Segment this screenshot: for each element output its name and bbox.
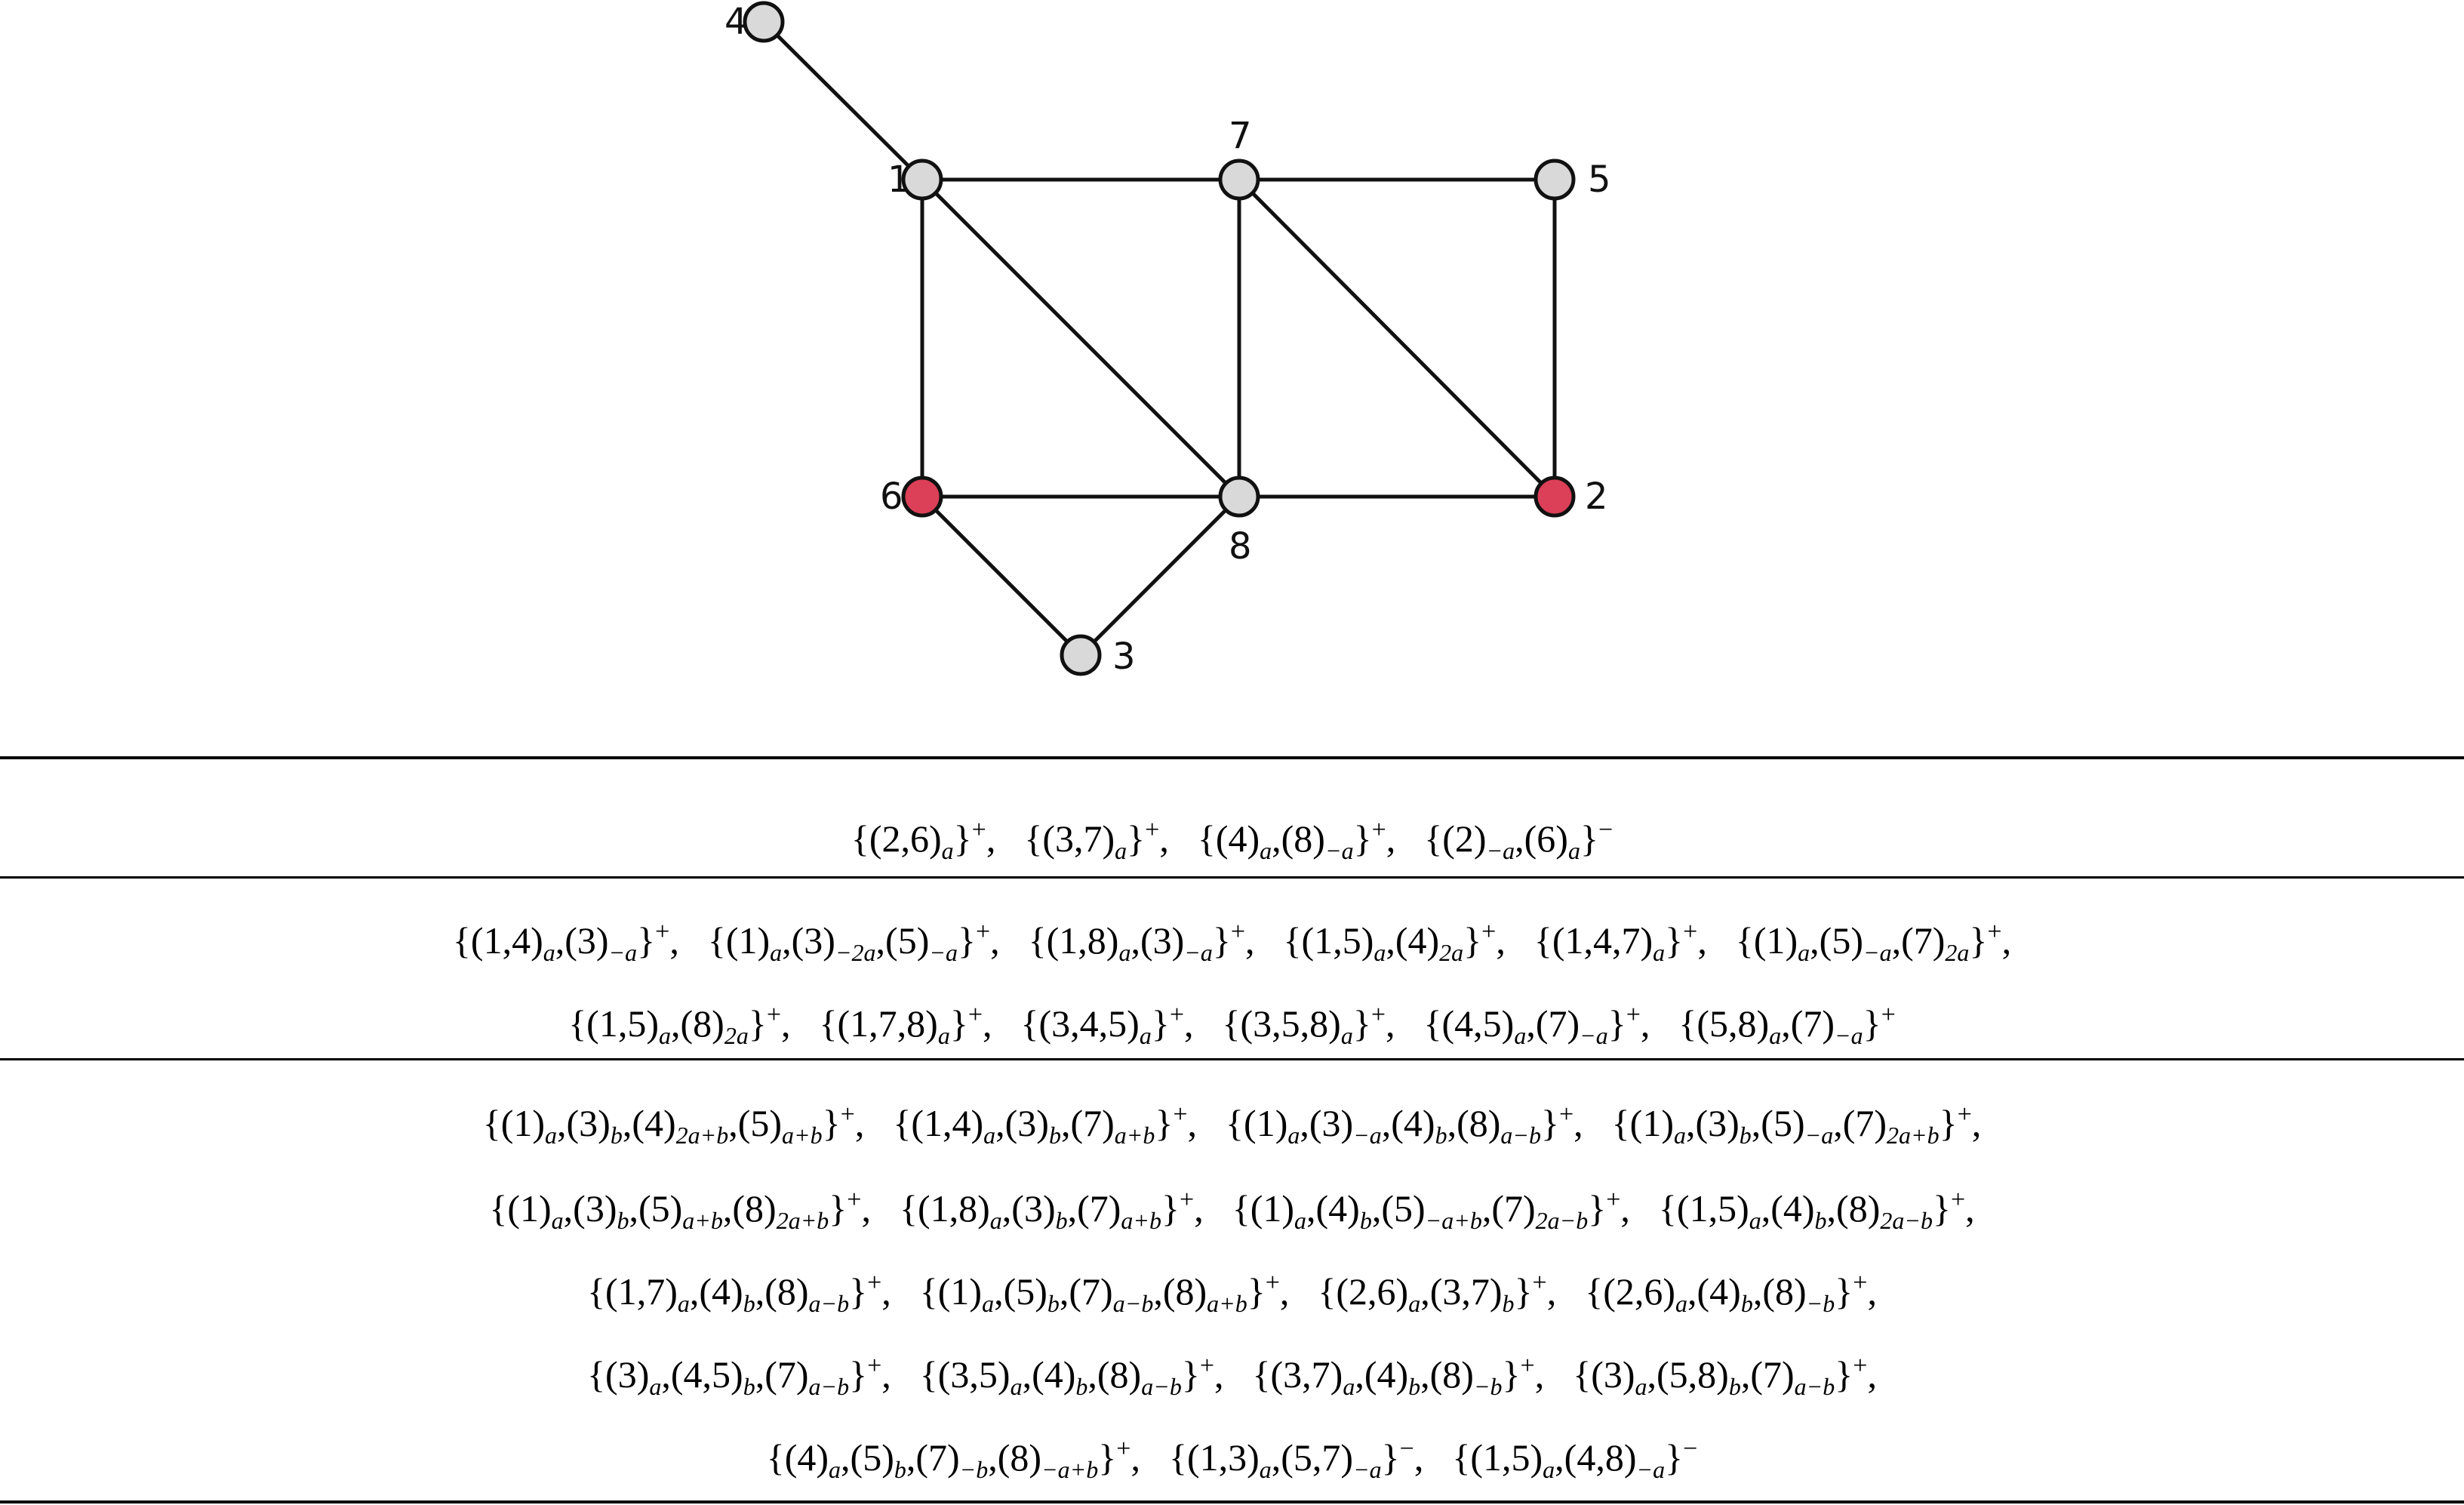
node-circle xyxy=(901,476,943,518)
set-expression: {(3,5,8)a}+, xyxy=(1222,1001,1395,1049)
node-label: 1 xyxy=(887,159,911,201)
table-row: {(1)a,(3)b,(4)2a+b,(5)a+b}+, {(1,4)a,(3)b… xyxy=(0,1092,2464,1158)
node-label: 4 xyxy=(724,1,748,43)
node-circle xyxy=(901,159,943,201)
set-expression: {(2,6)a,(4)b,(8)−b}+, xyxy=(1585,1269,1877,1317)
node-5: 5 xyxy=(1533,159,1611,201)
set-expression: {(3)a,(4,5)b,(7)a−b}+, xyxy=(587,1352,891,1400)
set-expression: {(1,4)a,(3)−a}+, xyxy=(452,918,679,966)
set-expression: {(3,7)a,(4)b,(8)−b}+, xyxy=(1252,1352,1545,1400)
table-row: {(4)a,(5)b,(7)−b,(8)−a+b}+, {(1,3)a,(5,7)… xyxy=(0,1427,2464,1492)
set-expression: {(1)a,(3)b,(5)−a,(7)2a+b}+, xyxy=(1611,1100,1982,1149)
set-expression: {(1)a,(3)b,(5)a+b,(8)2a+b}+, xyxy=(489,1186,871,1234)
node-label: 2 xyxy=(1585,476,1608,518)
edge-4-1 xyxy=(762,20,924,181)
set-expression: {(4)a,(8)−a}+, xyxy=(1197,816,1396,864)
edge-7-2 xyxy=(1238,178,1556,498)
set-expression: {(4)a,(5)b,(7)−b,(8)−a+b}+, xyxy=(766,1435,1140,1483)
node-3: 3 xyxy=(1060,634,1136,678)
set-expression: {(1)a,(5)−a,(7)2a}+, xyxy=(1735,918,2012,966)
set-expression: {(1)a,(3)b,(4)2a+b,(5)a+b}+, xyxy=(482,1100,865,1149)
graph-edges xyxy=(762,20,1557,657)
set-expression: {(1,5)a,(8)2a}+, xyxy=(568,1001,791,1049)
node-label: 5 xyxy=(1588,159,1611,201)
table-row: {(1,4)a,(3)−a}+, {(1)a,(3)−2a,(5)−a}+, {(1… xyxy=(0,909,2464,975)
node-8: 8 xyxy=(1218,476,1260,568)
graph-figure: 1 2 3 4 5 6 7 8 xyxy=(724,1,1611,678)
set-expression: {(1,8)a,(3)b,(7)a+b}+, xyxy=(899,1186,1204,1234)
node-circle xyxy=(1533,476,1576,518)
set-expression: {(1,5)a,(4)b,(8)2a−b}+, xyxy=(1658,1186,1975,1234)
set-expression: {(1)a,(5)b,(7)a−b,(8)a+b}+, xyxy=(919,1269,1290,1317)
table-row: {(1,5)a,(8)2a}+, {(1,7,8)a}+, {(3,4,5)a}+,… xyxy=(0,993,2464,1058)
set-expression: {(3,4,5)a}+, xyxy=(1020,1001,1194,1049)
node-label: 7 xyxy=(1229,115,1252,157)
node-label: 8 xyxy=(1229,525,1252,568)
node-circle xyxy=(1533,159,1576,201)
node-circle xyxy=(1218,476,1260,518)
table-row: {(3)a,(4,5)b,(7)a−b}+, {(3,5)a,(4)b,(8)a−… xyxy=(0,1343,2464,1409)
set-expression: {(4,5)a,(7)−a}+, xyxy=(1423,1001,1650,1049)
edge-8-3 xyxy=(1079,495,1241,657)
set-expression: {(1,7,8)a}+, xyxy=(819,1001,992,1049)
node-6: 6 xyxy=(880,476,943,518)
table-row: {(1)a,(3)b,(5)a+b,(8)2a+b}+, {(1,8)a,(3)b… xyxy=(0,1177,2464,1243)
node-4: 4 xyxy=(724,1,785,43)
set-expression: {(1,4,7)a}+, xyxy=(1533,918,1707,966)
mid-rule xyxy=(0,876,2464,879)
mid-rule xyxy=(0,1058,2464,1060)
table-row: {(1,7)a,(4)b,(8)a−b}+, {(1)a,(5)b,(7)a−b,… xyxy=(0,1260,2464,1326)
node-1: 1 xyxy=(887,159,943,201)
node-circle xyxy=(1218,159,1260,201)
set-expression: {(1)a,(4)b,(5)−a+b,(7)2a−b}+, xyxy=(1232,1186,1630,1234)
set-expression: {(5,8)a,(7)−a}+ xyxy=(1678,1001,1896,1049)
set-expression: {(3,5)a,(4)b,(8)a−b}+, xyxy=(919,1352,1224,1400)
node-circle xyxy=(1060,634,1102,676)
set-expression: {(3)a,(5,8)b,(7)a−b}+, xyxy=(1573,1352,1877,1400)
set-expression: {(2)−a,(6)a}− xyxy=(1424,816,1613,864)
bottom-rule xyxy=(0,1500,2464,1503)
set-expression: {(2,6)a,(3,7)b}+, xyxy=(1318,1269,1557,1317)
edge-1-8 xyxy=(921,178,1241,498)
set-expression: {(1,3)a,(5,7)−a}−, xyxy=(1168,1435,1424,1483)
set-expression: {(3,7)a}+, xyxy=(1024,816,1169,864)
set-expression: {(2,6)a}+, xyxy=(851,816,996,864)
set-expression: {(1,5)a,(4)2a}+, xyxy=(1283,918,1506,966)
set-expression: {(1)a,(3)−2a,(5)−a}+, xyxy=(707,918,1000,966)
set-expression: {(1,8)a,(3)−a}+, xyxy=(1028,918,1255,966)
table-row: {(2,6)a}+, {(3,7)a}+, {(4)a,(8)−a}+, {(2)−a… xyxy=(0,808,2464,873)
set-expression: {(1,5)a,(4,8)−a}− xyxy=(1452,1435,1698,1483)
node-label: 3 xyxy=(1112,636,1136,678)
set-expression: {(1,4)a,(3)b,(7)a+b}+, xyxy=(893,1100,1198,1149)
set-expression: {(1,7)a,(4)b,(8)a−b}+, xyxy=(587,1269,891,1317)
graph-nodes: 1 2 3 4 5 6 7 8 xyxy=(724,1,1611,678)
edge-6-3 xyxy=(921,495,1082,657)
node-label: 6 xyxy=(880,476,903,518)
node-2: 2 xyxy=(1533,476,1608,518)
top-rule xyxy=(0,756,2464,759)
node-7: 7 xyxy=(1218,115,1260,201)
node-circle xyxy=(743,1,785,43)
set-expression: {(1)a,(3)−a,(4)b,(8)a−b}+, xyxy=(1226,1100,1583,1149)
